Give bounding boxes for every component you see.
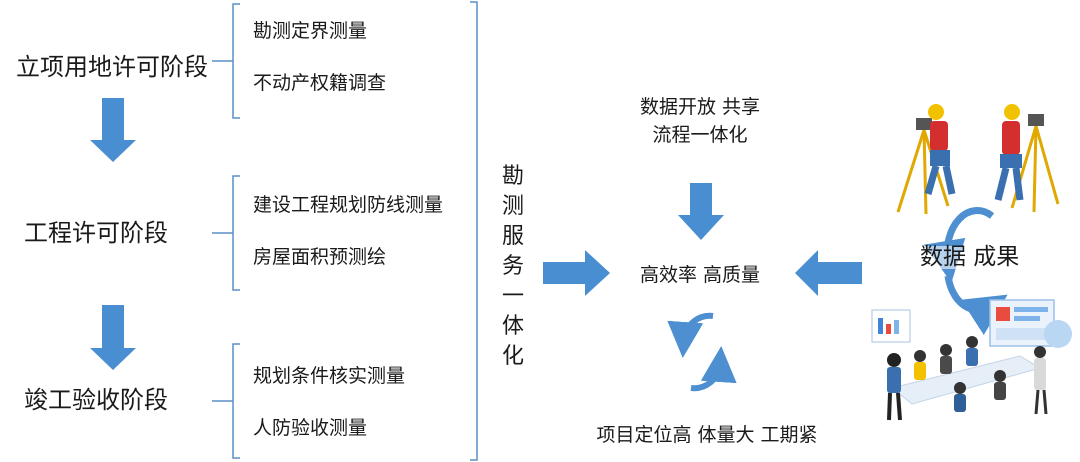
center-bottom: 项目定位高 体量大 工期紧: [596, 424, 818, 446]
data-office-team-illustration: [871, 299, 1072, 421]
service-char: 勘: [501, 164, 524, 189]
item-3-1: 规划条件核实测量: [253, 365, 406, 387]
service-vertical-label: 勘 测 服 务 一 体 化: [500, 162, 526, 372]
service-char: 体: [501, 314, 524, 339]
cycle-arrows-icon: [667, 312, 737, 392]
service-char: 服: [501, 224, 524, 249]
item-1-2: 不动产权籍调查: [253, 72, 387, 94]
group-bracket-2: [212, 175, 240, 291]
group-bracket-3: [212, 343, 240, 459]
stage-label-3: 竣工验收阶段: [24, 386, 168, 414]
item-2-2: 房屋面积预测绘: [253, 246, 387, 268]
service-char: 化: [501, 344, 524, 369]
stage-label-2: 工程许可阶段: [24, 219, 168, 247]
group-bracket-1: [212, 3, 240, 119]
center-top-line1: 数据开放 共享: [639, 96, 761, 118]
item-1-1: 勘测定界测量: [253, 20, 368, 42]
left-arrow-icon: [795, 250, 862, 296]
right-arrow-icon: [543, 250, 610, 296]
service-char: 测: [501, 194, 524, 219]
item-3-2: 人防验收测量: [253, 417, 368, 439]
center-top-line2: 流程一体化: [652, 124, 748, 146]
down-arrow-icon: [678, 183, 724, 240]
down-arrow-icon: [90, 305, 136, 370]
down-arrow-icon: [90, 98, 136, 162]
item-2-1: 建设工程规划防线测量: [253, 194, 444, 216]
data-result-label: 数据 成果: [920, 244, 1020, 270]
large-bracket: [470, 1, 478, 461]
service-char: 务: [501, 254, 524, 279]
stage-label-1: 立项用地许可阶段: [16, 53, 208, 81]
center-result: 高效率 高质量: [639, 264, 761, 286]
surveyor-workers-illustration: [896, 104, 1060, 215]
service-char: 一: [501, 284, 524, 309]
